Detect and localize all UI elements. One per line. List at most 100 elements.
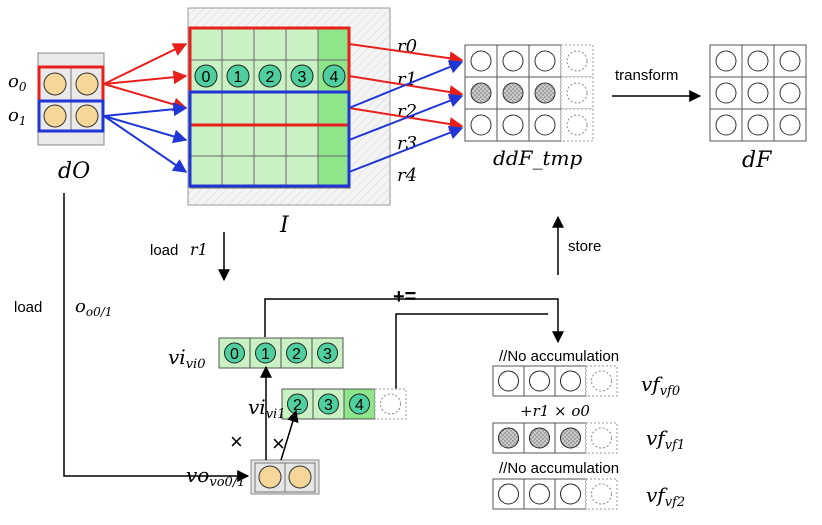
blue-arrow <box>103 102 188 117</box>
grid-circle <box>566 82 588 104</box>
vo-block: vovo0/1 × × <box>186 365 320 495</box>
r3-label: r3 <box>397 133 417 154</box>
I-index-circle <box>258 64 282 88</box>
I-index-number: 2 <box>266 69 275 86</box>
plus-equals-label: += <box>393 286 416 308</box>
I-index-number: 4 <box>330 69 339 86</box>
o1-highlight <box>37 99 105 133</box>
store-label: store <box>568 238 601 255</box>
grid-circle <box>470 82 492 104</box>
vector-index-number: 3 <box>323 346 332 363</box>
dO-value-circle <box>75 104 99 128</box>
I-cell <box>317 27 351 61</box>
vector-circle <box>317 342 338 364</box>
load-o-symbol: oo0/1 <box>75 296 112 319</box>
grid-circle <box>747 82 769 104</box>
dFtmp-block: ddF_tmp <box>464 44 594 170</box>
vector-circle <box>318 393 339 415</box>
load-r1-word: load <box>150 242 178 259</box>
multiply-arrow-vi1 <box>280 409 299 461</box>
grid-circle <box>747 50 769 72</box>
I-cell <box>285 91 319 125</box>
transform-label: transform <box>615 67 678 84</box>
times-sign-1: × <box>230 429 243 454</box>
grid-circle <box>566 50 588 72</box>
I-cell <box>253 123 287 157</box>
load-o-arrow <box>63 193 250 482</box>
accumulation-note: +r1 × o0 <box>520 402 590 420</box>
I-index-circle <box>290 64 314 88</box>
vector-circle <box>224 342 245 364</box>
grid-circle <box>502 114 524 136</box>
I-cell <box>317 123 351 157</box>
vector-index-number: 0 <box>230 346 239 363</box>
vector-circle <box>529 483 550 505</box>
no-accumulation-note-2: //No accumulation <box>499 460 619 477</box>
vector-circle <box>498 370 519 392</box>
vector-circle <box>349 393 370 415</box>
I-index-number: 0 <box>202 69 211 86</box>
accumulate-line-inner <box>395 313 548 389</box>
I-cell <box>285 155 319 189</box>
vector-circle <box>529 427 550 449</box>
grid-circle <box>470 114 492 136</box>
I-cell <box>221 27 255 61</box>
grid-circle <box>566 114 588 136</box>
o1-label: o1 <box>8 105 26 128</box>
I-label: I <box>279 213 290 238</box>
I-index-circle <box>194 64 218 88</box>
grid-circle <box>779 50 801 72</box>
I-grid <box>189 27 351 189</box>
vo-value-circle <box>288 465 312 489</box>
dO-label: dO <box>58 159 90 184</box>
vi0-label: vivi0 <box>168 345 205 372</box>
blue-arrow <box>103 115 188 144</box>
blue-arrow <box>348 60 464 109</box>
dFtmp-grid <box>464 44 594 142</box>
vector-circle <box>286 342 307 364</box>
vf2-label: vfvf2 <box>646 483 685 510</box>
I-cell <box>253 155 287 189</box>
I-cell <box>221 123 255 157</box>
grid-circle <box>715 114 737 136</box>
grid-circle <box>534 114 556 136</box>
I-cell <box>221 91 255 125</box>
vector-index-number: 4 <box>355 397 364 414</box>
dO-block: o0 o1 dO <box>8 52 105 184</box>
vector-circle <box>380 393 401 415</box>
no-accumulation-note-1: //No accumulation <box>499 348 619 365</box>
vector-circle <box>255 342 276 364</box>
grid-cell <box>773 108 807 142</box>
I-index-circle <box>322 64 346 88</box>
grid-circle <box>715 82 737 104</box>
I-cell <box>253 27 287 61</box>
vf-vectors: //No accumulation vfvf0 +r1 × o0 vfvf1 /… <box>492 348 685 510</box>
grid-circle <box>779 114 801 136</box>
dO-value-circle <box>43 104 67 128</box>
store-step: store <box>552 215 601 275</box>
red-arrow <box>103 43 188 85</box>
I-cell <box>189 91 223 125</box>
r4-label: r4 <box>397 165 417 186</box>
I-index-number: 3 <box>298 69 307 86</box>
grid-cell <box>709 76 743 110</box>
I-cell <box>189 155 223 189</box>
I-to-dFtmp-arrows <box>348 43 464 173</box>
dF-label: dF <box>742 148 772 173</box>
grid-circle <box>502 50 524 72</box>
vector-index-number: 1 <box>261 346 270 363</box>
blue-arrow <box>348 94 464 141</box>
grid-circle <box>747 114 769 136</box>
vector-circle <box>529 370 550 392</box>
vector-circle <box>498 483 519 505</box>
vo01-label: vovo0/1 <box>186 463 245 490</box>
dFtmp-label: ddF_tmp <box>493 146 582 170</box>
vf1-label: vfvf1 <box>646 426 685 453</box>
I-cell <box>221 155 255 189</box>
row-labels: r0 r1 r2 r3 r4 <box>397 36 417 186</box>
grid-circle <box>715 50 737 72</box>
dO-to-I-arrows <box>103 43 188 173</box>
